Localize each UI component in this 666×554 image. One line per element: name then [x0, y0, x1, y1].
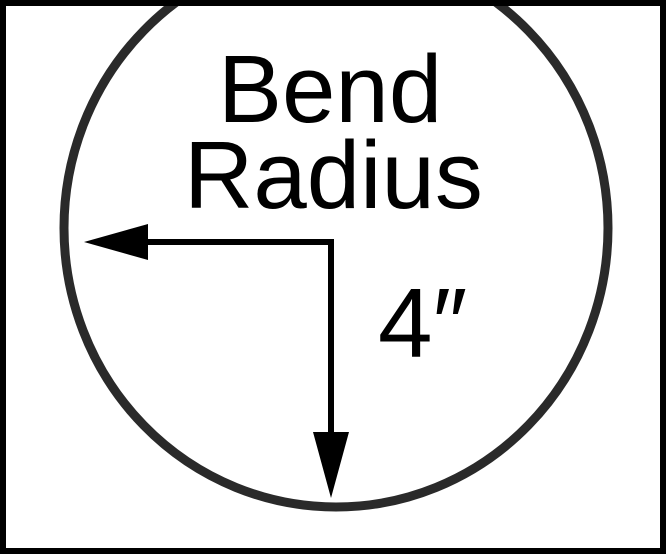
left-arrowhead — [84, 224, 148, 260]
down-arrowhead — [313, 432, 349, 498]
radius-measurement: 4″ — [378, 268, 468, 378]
title-radius: Radius — [184, 122, 483, 229]
o-ring — [59, 6, 613, 512]
title-bend: Bend — [218, 36, 443, 143]
